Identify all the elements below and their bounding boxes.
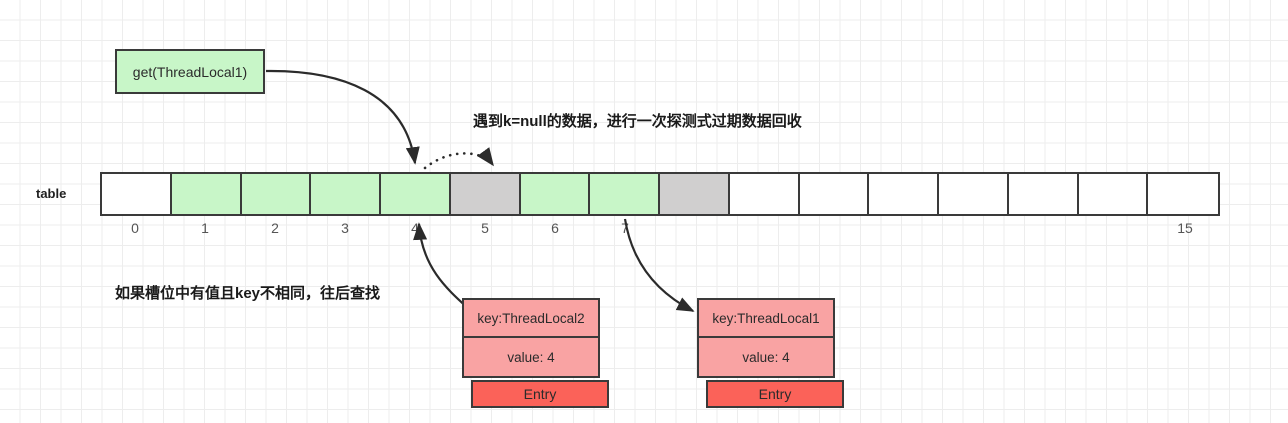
table-slot-6 [520, 174, 591, 214]
table-index-6: 6 [551, 220, 559, 236]
table-index-15: 15 [1177, 220, 1193, 236]
table-slot-1 [171, 174, 242, 214]
entry-box-threadlocal1: Entry key:ThreadLocal1 value: 4 [697, 298, 844, 408]
threadlocalmap-table [100, 172, 1220, 216]
table-slot-14 [1078, 174, 1149, 214]
table-index-4: 4 [411, 220, 419, 236]
table-slot-11 [869, 174, 939, 214]
note-linear-probe: 如果槽位中有值且key不相同，往后查找 [114, 285, 381, 302]
table-index-1: 1 [201, 220, 209, 236]
table-index-5: 5 [481, 220, 489, 236]
table-slot-0 [102, 174, 172, 214]
table-slot-13 [1008, 174, 1079, 214]
table-slot-5 [450, 174, 521, 214]
table-slot-12 [939, 174, 1009, 214]
entry-type-tab: Entry [471, 380, 609, 408]
entry-body: key:ThreadLocal1 value: 4 [697, 298, 835, 378]
table-slot-2 [241, 174, 312, 214]
table-slot-7 [590, 174, 660, 214]
entry-value-label: value: 4 [507, 349, 555, 365]
arrow-probe-slot4-to-slot5 [423, 147, 495, 170]
table-slot-15 [1148, 174, 1218, 214]
entry-box-threadlocal2: Entry key:ThreadLocal2 value: 4 [462, 298, 609, 408]
get-threadlocal-box: get(ThreadLocal1) [115, 49, 265, 94]
arrow-get-to-slot4 [265, 69, 420, 165]
note-expired-entry-cleanup: 遇到k=null的数据，进行一次探测式过期数据回收 [473, 113, 802, 130]
table-slot-8 [660, 174, 730, 214]
entry-body: key:ThreadLocal2 value: 4 [462, 298, 600, 378]
get-threadlocal-label: get(ThreadLocal1) [132, 63, 248, 80]
table-index-3: 3 [341, 220, 349, 236]
table-slot-9 [729, 174, 800, 214]
entry-value-label: value: 4 [742, 349, 790, 365]
table-label: table [36, 186, 67, 201]
table-slot-4 [381, 174, 451, 214]
entry-key-label: key:ThreadLocal2 [464, 300, 598, 338]
table-slot-10 [799, 174, 870, 214]
entry-type-tab: Entry [706, 380, 844, 408]
table-slot-3 [311, 174, 381, 214]
entry-key-label: key:ThreadLocal1 [699, 300, 833, 338]
table-index-0: 0 [131, 220, 139, 236]
table-index-labels: 0 1 2 3 4 5 6 7 15 [100, 220, 1220, 242]
table-index-7: 7 [621, 220, 629, 236]
table-index-2: 2 [271, 220, 279, 236]
